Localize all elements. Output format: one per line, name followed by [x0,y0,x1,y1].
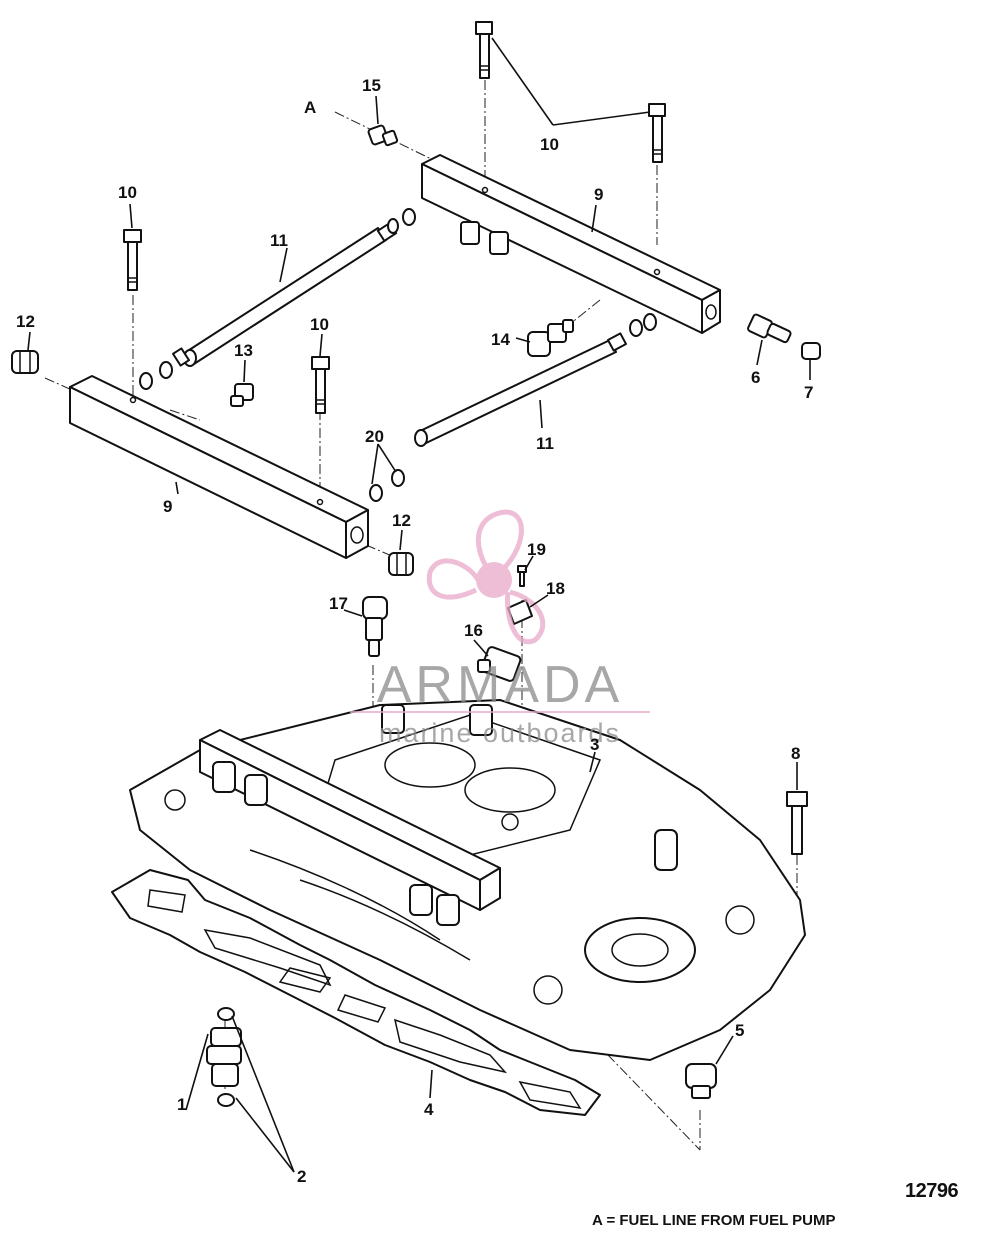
callout-7: 7 [804,383,813,402]
callout-13: 13 [234,341,253,360]
sensor-16 [477,646,522,682]
callout-1: 1 [177,1095,186,1114]
callout-4: 4 [424,1100,434,1119]
callout-8: 8 [791,744,800,763]
fuel-rail-on-manifold [199,729,501,926]
plug-12-left [11,350,39,374]
callout-20: 20 [365,427,384,446]
watermark-tagline: marine outboards [379,718,621,748]
cap-7 [801,342,821,360]
bolt-10-top [475,21,493,79]
callout-11-upper: 11 [270,231,288,250]
gasket-4 [111,869,601,1116]
bolt-10-left [123,229,142,291]
callout-12-right: 12 [392,511,411,530]
sensor-17 [362,596,388,657]
callout-labels: A 15 10 9 10 11 12 10 13 14 6 7 20 11 9 … [16,76,813,1186]
callout-6: 6 [751,368,760,387]
callout-2: 2 [297,1167,306,1186]
fuel-tube-11-upper [171,208,416,367]
fitting-6 [747,313,792,344]
callout-10-middle: 10 [310,315,329,334]
washers [139,361,405,502]
figure-number: 12796 [905,1180,959,1202]
injector-1 [206,1027,242,1087]
callout-A: A [304,98,316,117]
fitting-15 [367,124,399,147]
fuel-rail-9-upper [421,154,721,334]
bolt-10-right [648,103,666,163]
bolt-8 [786,791,808,855]
fitting-13 [230,383,254,407]
callout-9-lower: 9 [163,497,172,516]
callout-11-lower: 11 [536,434,554,453]
plug-12-right [388,552,414,576]
callout-16: 16 [464,621,483,640]
callout-3: 3 [590,735,599,754]
callout-15: 15 [362,76,381,95]
fuel-tube-11-lower [414,313,657,447]
callout-12-left: 12 [16,312,35,331]
propeller-logo-icon [426,509,546,645]
callout-9-upper: 9 [594,185,603,204]
callout-19: 19 [527,540,546,559]
legend-caption: A = FUEL LINE FROM FUEL PUMP [592,1212,836,1229]
callout-14: 14 [491,330,510,349]
watermark: ARMADA marine outboards [350,509,650,748]
plug-5 [685,1063,717,1099]
fuel-rail-9-lower [69,375,369,559]
watermark-brand: ARMADA [377,656,623,714]
callout-10-top: 10 [540,135,559,154]
callout-18: 18 [546,579,565,598]
sensor-14 [527,319,574,357]
callout-10-left: 10 [118,183,137,202]
leader-lines [27,37,811,1173]
o-rings-2 [217,1007,235,1107]
callout-17: 17 [329,594,348,613]
bolt-10-middle [311,356,330,414]
callout-5: 5 [735,1021,744,1040]
